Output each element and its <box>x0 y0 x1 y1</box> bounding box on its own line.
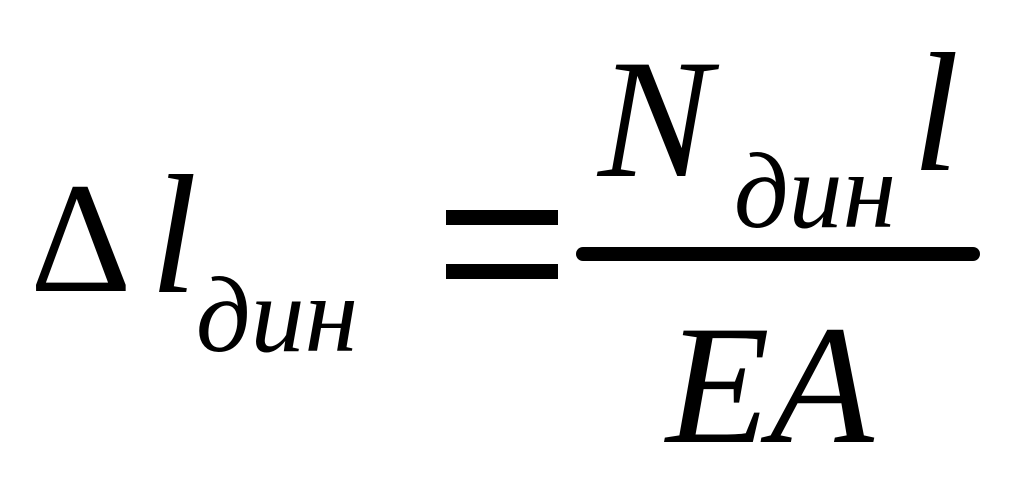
delta-symbol: Δ <box>30 151 132 326</box>
numerator-length: l <box>912 19 960 207</box>
fraction-bar <box>576 247 980 261</box>
numerator-force: N <box>598 25 712 213</box>
length-variable: l <box>150 141 198 329</box>
equals-sign-bottom-bar <box>446 264 558 279</box>
left-subscript: дин <box>196 256 359 375</box>
denominator: EA <box>666 291 874 479</box>
numerator-subscript: дин <box>734 132 897 251</box>
equals-sign-top-bar <box>446 210 558 225</box>
